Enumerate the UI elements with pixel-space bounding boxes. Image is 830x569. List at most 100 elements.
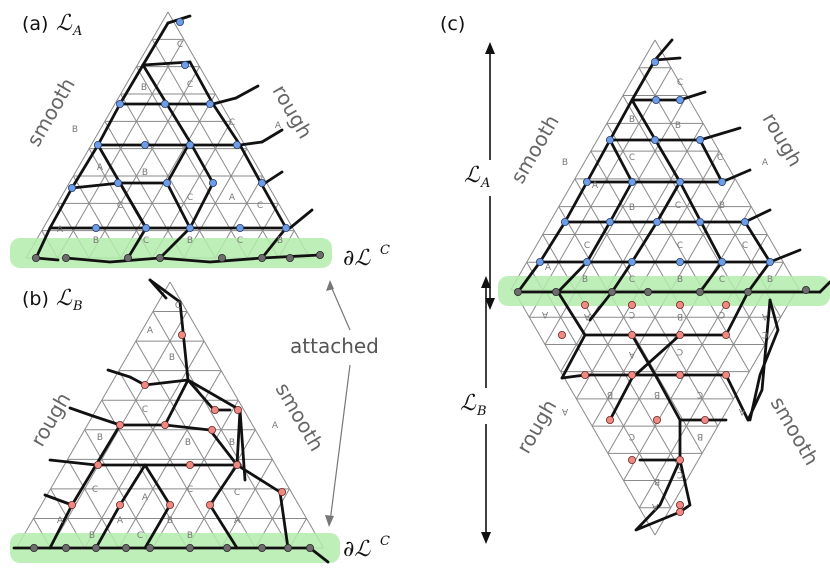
panel-a-left-edge-label: smooth (22, 74, 80, 151)
panel-c-red-vertex (653, 415, 662, 424)
panel-c-blue-vertex (676, 257, 685, 266)
panel-a-blue-vertex (68, 183, 77, 192)
panel-c-top-plaquette-label: C (677, 241, 683, 251)
panel-c-bond (630, 58, 657, 102)
panel-b-boundary-vertex (305, 544, 314, 553)
panel-a-bond (211, 96, 238, 106)
c-LB-symbol: ℒ (460, 391, 477, 416)
panel-c-boundary-vertex (696, 287, 705, 296)
panel-b-bond (143, 463, 172, 507)
panel-c-blue-vertex (583, 177, 592, 186)
panel-c-bottom-plaquette-label: B (607, 389, 613, 399)
panel-c-bottom-plaquette-label: A (561, 406, 568, 416)
panel-b-plaquette-label: B (89, 531, 95, 541)
panel-b-red-vertex (165, 500, 174, 509)
panel-c-top-grid-line (574, 95, 688, 291)
panel-b-lattice-sub: B (72, 299, 83, 314)
panel-c-blue-vertex (766, 257, 775, 266)
panel-a-blue-vertex (162, 178, 171, 187)
panel-a-bond (158, 226, 192, 260)
panel-a-plaquette-label: B (187, 236, 193, 246)
panel-c-blue-vertex (651, 135, 660, 144)
panel-c-top-plaquette-label: C (629, 275, 635, 285)
panel-b-plaquette-label: B (185, 438, 191, 448)
panel-a-boundary-symbol: ∂ℒ (343, 246, 371, 271)
panel-c-top-plaquette-label: B (582, 275, 588, 285)
attached-arrow-down-head (325, 515, 334, 527)
panel-a-bond (188, 140, 215, 185)
panel-a-bond (260, 183, 288, 230)
panel-b-plaquette-label: C (234, 488, 240, 498)
panel-b-plaquette-label: B (229, 438, 235, 448)
panel-c-bottom-plaquette-label: C (629, 431, 635, 441)
panel-a-plaquette-label: B (142, 168, 148, 178)
panel-a-bond (48, 186, 74, 230)
panel-b-bond (143, 503, 172, 550)
panel-a-blue-vertex (160, 100, 169, 109)
panel-c-red-vertex (701, 415, 710, 424)
panel-b-boundary-vertex (92, 544, 101, 553)
panel-c-bond (743, 208, 772, 224)
panel-b-boundary-vertex (62, 544, 71, 553)
panel-b-plaquette-label: A (142, 493, 149, 503)
panel-c-bottom-plaquette-label: A (541, 309, 548, 319)
panel-b-plaquette-label: A (117, 516, 124, 526)
panel-c-blue-vertex (676, 177, 685, 186)
panel-a-bond (96, 102, 122, 147)
panel-b-lattice-symbol: ℒ (56, 286, 73, 311)
panel-c-blue-vertex (652, 96, 661, 105)
panel-a-lattice-symbol: ℒ (56, 11, 73, 36)
panel-b-plaquette-label: B (187, 531, 193, 541)
panel-c-bottom-plaquette-label: C (677, 346, 683, 356)
panel-c-label: (c) (440, 13, 465, 35)
panel-c-bond (678, 458, 692, 514)
panel-c-bond (538, 220, 567, 264)
panel-b-red-vertex (177, 330, 186, 339)
panel-c-bond (698, 138, 724, 184)
panel-c-blue-vertex (676, 96, 685, 105)
panel-a-plaquette-label: C (237, 236, 243, 246)
panel-c-red-vertex (628, 330, 637, 339)
panel-a-plaquette-label: C (143, 236, 149, 246)
panel-a-plaquette-label: B (72, 125, 78, 135)
panel-a-boundary-superscript: C (380, 243, 390, 258)
panel-a-blue-vertex (94, 140, 103, 149)
panel-c-top-grid-line (622, 95, 736, 291)
panel-b-label: (b) (22, 288, 49, 310)
panel-c-bond (588, 290, 614, 322)
panel-b-boundary-vertex (29, 544, 38, 553)
panel-b-plaquette-label: A (272, 421, 279, 431)
panel-b-grid-line (152, 399, 239, 549)
panel-c-bond (608, 98, 634, 142)
panel-c-bond (516, 260, 542, 294)
panel-a-bond (70, 143, 100, 190)
panel-c-bottom-grid-line (654, 289, 797, 536)
panel-a-blue-vertex (257, 178, 266, 187)
panel-a-bond (165, 140, 192, 185)
panel-a-bond (118, 63, 145, 106)
panel-b-plaquette-label: B (169, 353, 175, 363)
panel-b-bond (163, 378, 190, 427)
panel-b-plaquette-label: A (147, 326, 154, 336)
panel-c-bond (698, 260, 724, 294)
panel-c-blue-vertex (741, 217, 750, 226)
panel-b-plaquette-label: C (137, 531, 143, 541)
panel-b-red-vertex (207, 425, 216, 434)
panel-c-blue-vertex (583, 257, 592, 266)
panel-a-bond (238, 140, 264, 147)
panel-a-bond (288, 208, 314, 230)
panel-b-plaquette-label: B (97, 433, 103, 443)
panel-a-lattice-sub: A (72, 24, 82, 39)
c-LA-sub: A (480, 176, 490, 191)
panel-a-blue-vertex (140, 140, 149, 149)
panel-a-plaquette-label: B (141, 83, 147, 93)
panel-c-blue-vertex (718, 177, 727, 186)
band-layer (10, 238, 830, 563)
panel-c-top-plaquette-label: C (719, 275, 725, 285)
panel-a-bond (211, 102, 242, 147)
panel-b-red-vertex (94, 460, 103, 469)
panel-c-bottom-plaquette-label: C (719, 309, 725, 319)
panel-c-bottom-grid-line (638, 289, 719, 427)
panel-c-top-plaquette-label: C (584, 241, 590, 251)
